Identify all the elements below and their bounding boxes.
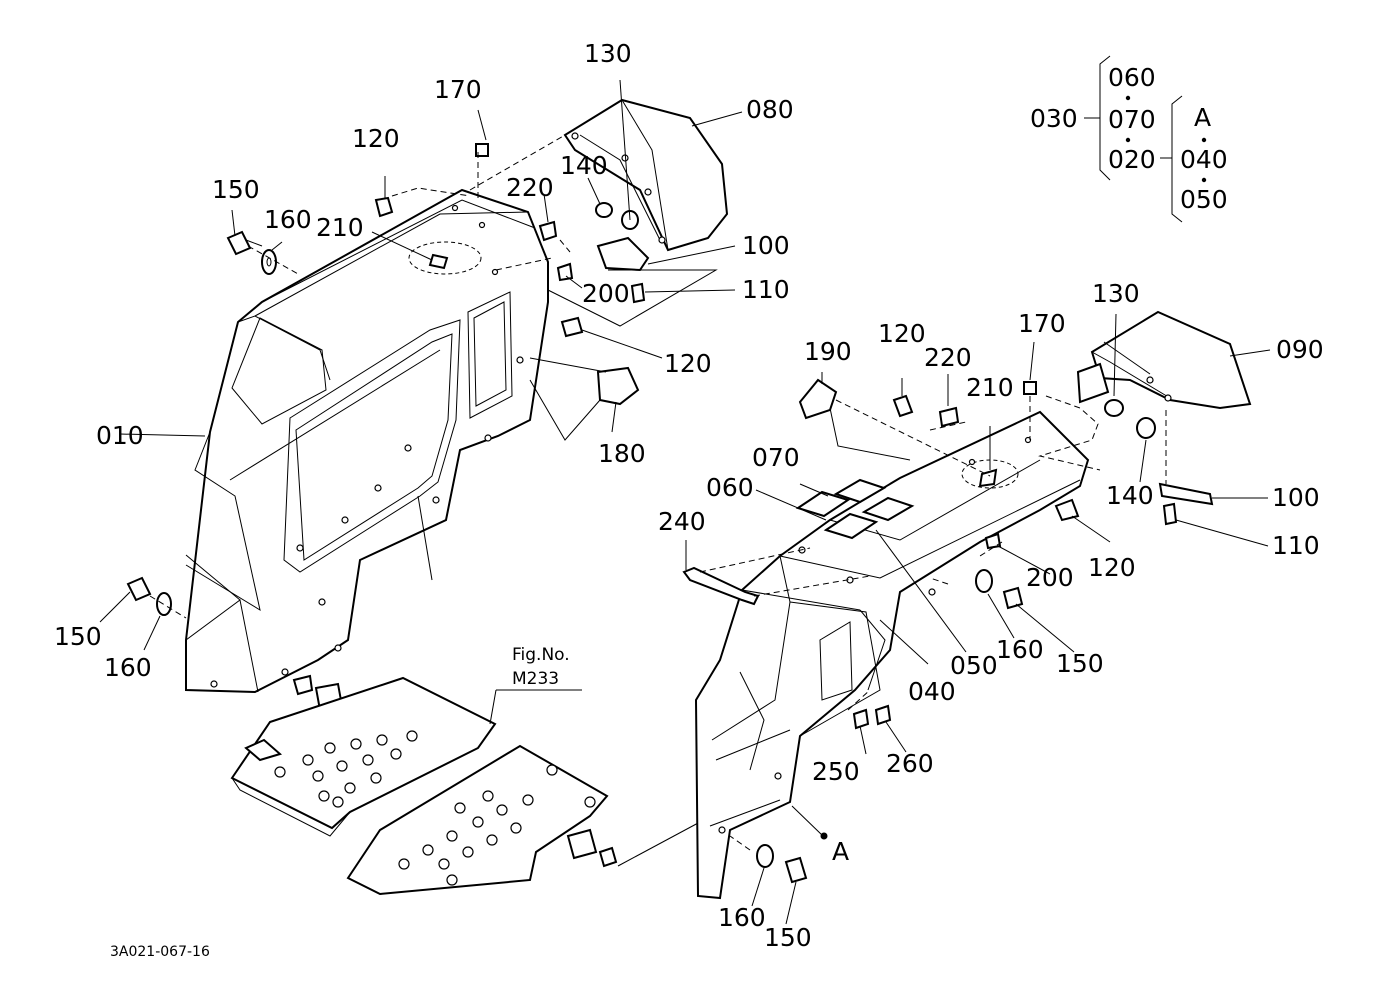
label-point-a: A [832,837,849,866]
step-plate-holes [274,730,596,886]
step-plates [230,676,701,896]
label-150-left-bottom: 150 [54,622,102,651]
label-160-right: 160 [996,635,1044,664]
drawing-code: 3A021-067-16 [110,944,210,960]
label-260: 260 [886,749,934,778]
part-labels: 130 080 170 120 140 220 150 160 210 100 … [54,39,1324,960]
fig-ref-line2: M233 [512,669,559,689]
label-200-right: 200 [1026,563,1074,592]
key-sub-label-a: A [1194,103,1211,132]
rear-cover-090 [1076,310,1252,410]
label-150-left-top: 150 [212,175,260,204]
label-130-right: 130 [1092,279,1140,308]
label-060: 060 [706,473,754,502]
label-140-left: 140 [560,151,608,180]
right-leaders [685,313,1271,925]
key-item-060: 060 [1108,63,1156,92]
label-120-right-bottom: 120 [1088,553,1136,582]
key-item-070: 070 [1108,105,1156,134]
label-220-left: 220 [506,173,554,202]
label-050: 050 [950,651,998,680]
label-040: 040 [908,677,956,706]
right-fender [694,410,1090,900]
label-150-right-bottom: 150 [764,923,812,952]
label-160-right-bottom: 160 [718,903,766,932]
label-120-left-mid: 120 [664,349,712,378]
assembly-key: 030 060 070 020 A 040 050 [1030,55,1228,223]
key-item-020: 020 [1108,145,1156,174]
label-120-right-top: 120 [878,319,926,348]
label-010: 010 [96,421,144,450]
label-210-right: 210 [966,373,1014,402]
key-parent-030: 030 [1030,104,1078,133]
label-250: 250 [812,757,860,786]
label-170-left: 170 [434,75,482,104]
label-080: 080 [746,95,794,124]
label-110-left: 110 [742,275,790,304]
key-item-040: 040 [1180,145,1228,174]
left-hardware [126,143,650,712]
label-180: 180 [598,439,646,468]
label-120-left-top: 120 [352,124,400,153]
label-220-right: 220 [924,343,972,372]
label-150-right: 150 [1056,649,1104,678]
label-130-left: 130 [584,39,632,68]
rear-cover-080 [563,98,729,252]
label-090: 090 [1276,335,1324,364]
label-070: 070 [752,443,800,472]
label-160-left-top: 160 [264,205,312,234]
label-160-left-bottom: 160 [104,653,152,682]
label-200-left: 200 [582,279,630,308]
fig-ref-line1: Fig.No. [512,645,570,665]
label-110-right: 110 [1272,531,1320,560]
left-fender-010 [185,188,549,694]
key-item-050: 050 [1180,185,1228,214]
label-100-right: 100 [1272,483,1320,512]
label-170-right: 170 [1018,309,1066,338]
label-210-left: 210 [316,213,364,242]
label-190: 190 [804,337,852,366]
label-100-left: 100 [742,231,790,260]
left-leaders [99,79,743,651]
label-140-right: 140 [1106,481,1154,510]
label-240: 240 [658,507,706,536]
right-hardware [682,378,1214,884]
